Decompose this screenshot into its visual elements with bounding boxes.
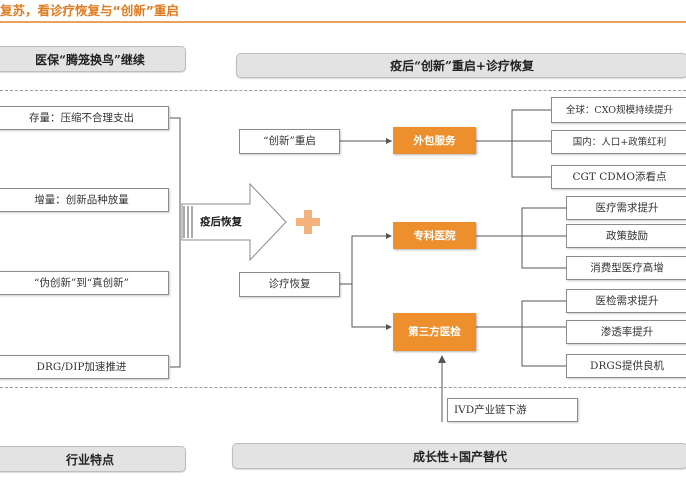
specialty-policy: 政策鼓励 — [566, 224, 686, 248]
bottom-left-header: 行业特点 — [0, 446, 186, 472]
node-specialty-hospital: 专科医院 — [393, 222, 476, 249]
plus-sign — [296, 210, 320, 234]
recovery-arrow — [181, 182, 287, 262]
dashed-divider-top — [0, 90, 686, 91]
node-third-party-lab: 第三方医检 — [393, 313, 476, 351]
mid-item-diagnosis-recovery: 诊疗恢复 — [239, 272, 340, 297]
outsourcing-global: 全球：CXO规模持续提升 — [551, 97, 686, 123]
node-outsourcing: 外包服务 — [393, 127, 476, 154]
lab-drgs: DRGS提供良机 — [566, 354, 686, 378]
bottom-right-header: 成长性+国产替代 — [232, 443, 686, 469]
arrow-label: 疫后恢复 — [200, 216, 242, 228]
left-item-stock: 存量：压缩不合理支出 — [0, 106, 169, 130]
left-item-innovation: “伪创新”到“真创新” — [0, 271, 169, 295]
outsourcing-cgt: CGT CDMO添看点 — [551, 165, 686, 189]
page-title: 复苏，看诊疗恢复与“创新”重启 — [0, 3, 179, 18]
outsourcing-domestic: 国内：人口+政策红利 — [551, 130, 686, 154]
lab-penetration: 渗透率提升 — [566, 320, 686, 344]
left-item-increment: 增量：创新品种放量 — [0, 188, 169, 212]
lab-demand: 医检需求提升 — [566, 289, 686, 313]
specialty-consumer: 消费型医疗高增 — [566, 256, 686, 280]
mid-item-innovation-restart: “创新”重启 — [239, 129, 340, 154]
left-item-drg: DRG/DIP加速推进 — [0, 355, 169, 379]
left-header: 医保“腾笼换鸟”继续 — [0, 46, 186, 72]
dashed-divider-bottom — [0, 387, 686, 388]
title-underline — [0, 21, 686, 23]
right-header: 疫后“创新”重启+诊疗恢复 — [236, 53, 686, 78]
ivd-label: IVD产业链下游 — [447, 398, 578, 422]
specialty-demand: 医疗需求提升 — [566, 196, 686, 220]
